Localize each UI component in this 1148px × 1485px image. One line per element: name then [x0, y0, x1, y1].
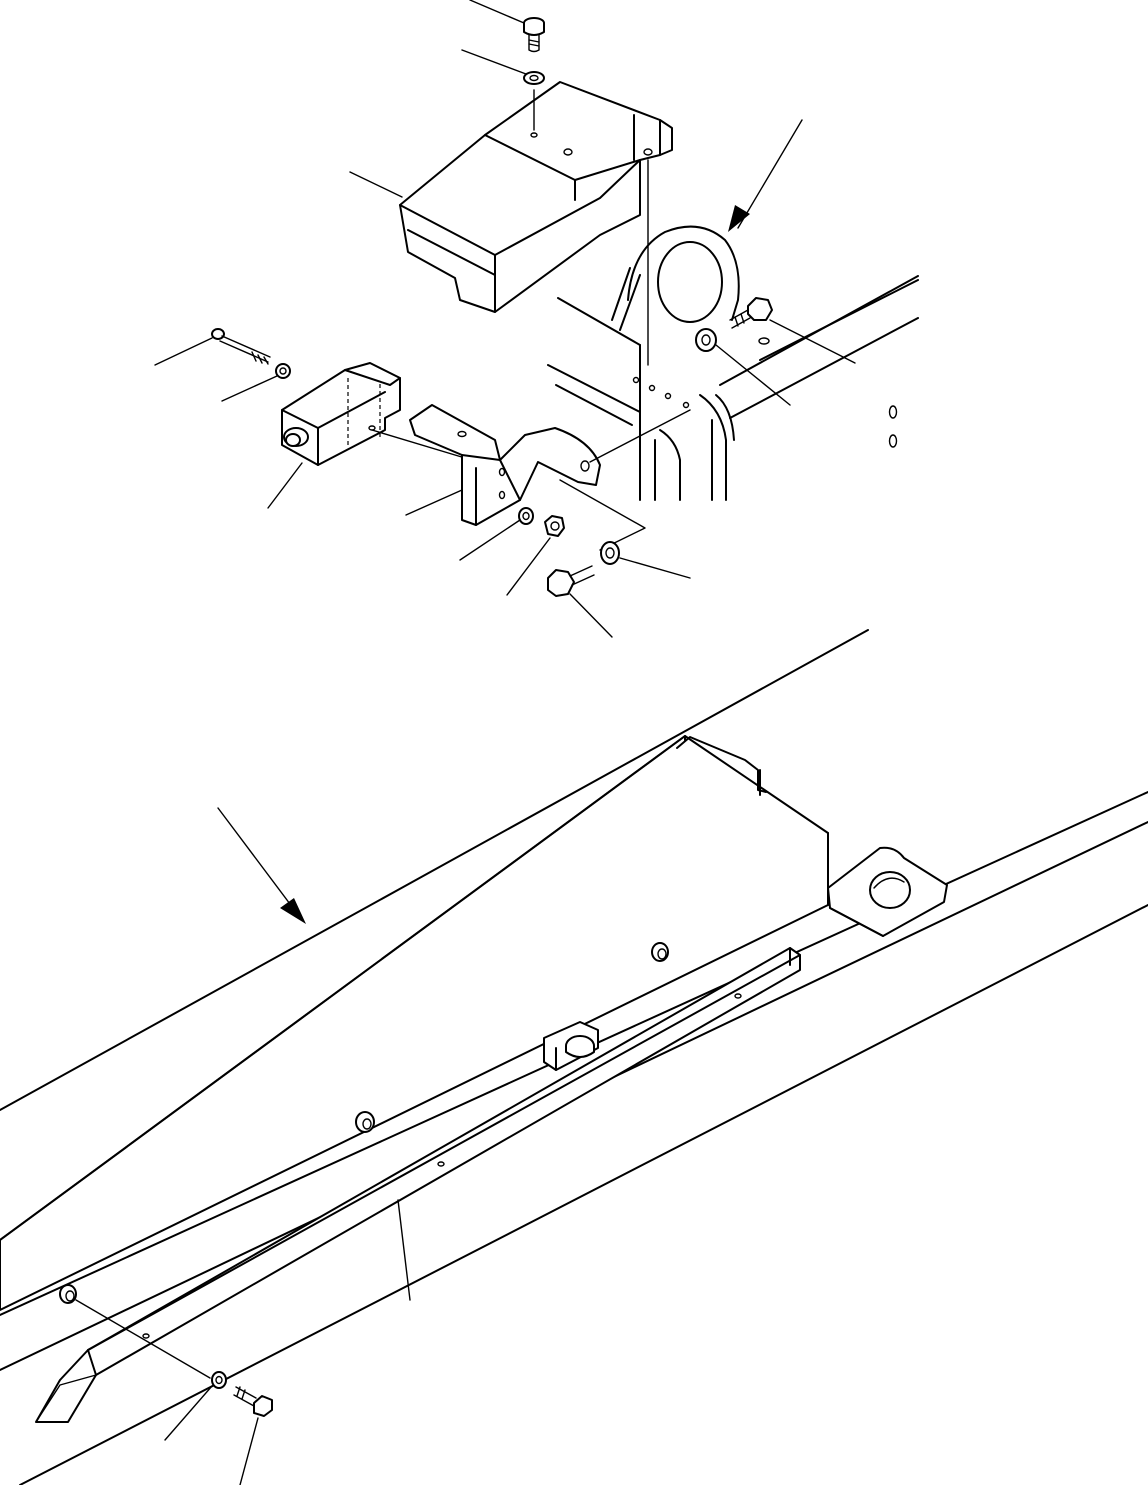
cover: [399, 81, 673, 313]
bracket-nut: [544, 515, 565, 537]
leader-lines-lower: [164, 1199, 411, 1485]
frame-washer: [695, 328, 717, 352]
stay-washer: [211, 1371, 227, 1389]
switch-washer: [275, 363, 291, 379]
mounting-ear: [827, 846, 948, 937]
lower-assembly: [0, 629, 1148, 1485]
frame-bracket: [547, 275, 919, 501]
frame-bolt: [729, 297, 773, 329]
control-box: [0, 735, 829, 1311]
switch-screw: [211, 328, 271, 365]
bracket-bolt: [547, 565, 595, 597]
cover-washer: [523, 71, 545, 85]
view-arrow-upper: [728, 119, 803, 232]
stay-bar: [35, 947, 801, 1423]
bracket-washer-large: [600, 541, 620, 565]
upper-assembly: [154, 0, 919, 638]
switch: [281, 362, 466, 466]
stay-clamp: [543, 1021, 599, 1071]
stay-bolt: [233, 1386, 273, 1417]
view-arrow-lower: [217, 807, 306, 924]
cover-bolt: [523, 17, 545, 53]
leader-lines-upper: [154, 0, 856, 638]
bracket-washer: [518, 507, 534, 525]
lifting-eye: [611, 225, 740, 331]
